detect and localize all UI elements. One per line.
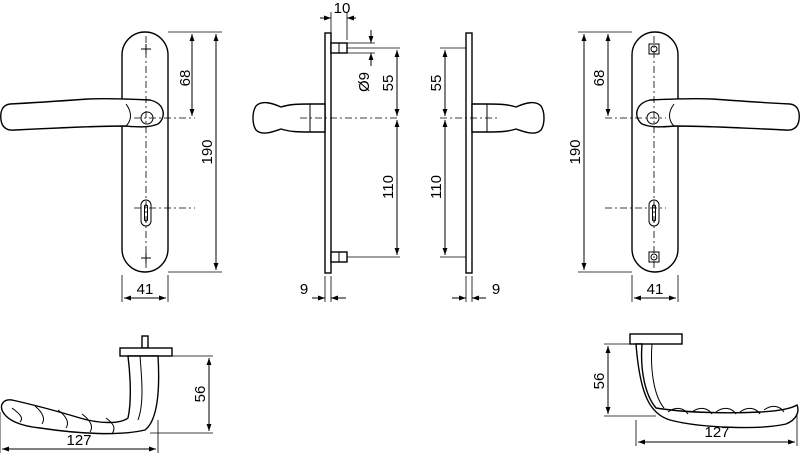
dim-10: 10	[334, 0, 351, 17]
dim-127-left: 127	[66, 432, 91, 449]
dim-41-left: 41	[137, 281, 154, 298]
dim-55-left: 55	[380, 75, 397, 92]
dim-127-right: 127	[704, 424, 729, 441]
top-view-right: 56 127	[591, 333, 799, 446]
dim-68-right: 68	[591, 70, 608, 87]
dim-55-right: 55	[428, 75, 445, 92]
side-view-right: 55 110 9	[428, 32, 545, 302]
dim-41-right: 41	[647, 281, 664, 298]
dim-190-right: 190	[567, 139, 584, 164]
dim-110-right: 110	[428, 175, 445, 199]
lever-right	[636, 97, 800, 131]
front-view-left: 68 190 41	[0, 31, 222, 302]
side-view-left: 10 Ø9 55 110 9	[252, 0, 400, 302]
backplate-right	[631, 31, 679, 273]
dim-68-left: 68	[177, 70, 194, 87]
dim-dia-9: Ø9	[356, 72, 373, 92]
lever-side-left	[252, 101, 326, 134]
lever-top-right	[635, 343, 799, 429]
dim-56-left: 56	[192, 386, 209, 403]
dim-110-left: 110	[380, 175, 397, 199]
dim-9-plate-right: 9	[492, 281, 500, 298]
plate-side-right	[465, 32, 473, 274]
lever-left	[0, 97, 164, 131]
backplate-left	[121, 31, 169, 273]
dim-56-right: 56	[591, 373, 608, 390]
dim-9-plate-left: 9	[300, 281, 308, 298]
dim-190-left: 190	[199, 139, 216, 164]
top-view-left: 56 127	[0, 335, 213, 453]
plate-side-left	[324, 32, 332, 274]
lever-top-left	[0, 355, 160, 435]
front-view-right: 68 190 41	[567, 31, 800, 302]
lever-side-right	[471, 101, 545, 134]
rose-left	[119, 347, 173, 357]
rose-right	[629, 333, 683, 345]
